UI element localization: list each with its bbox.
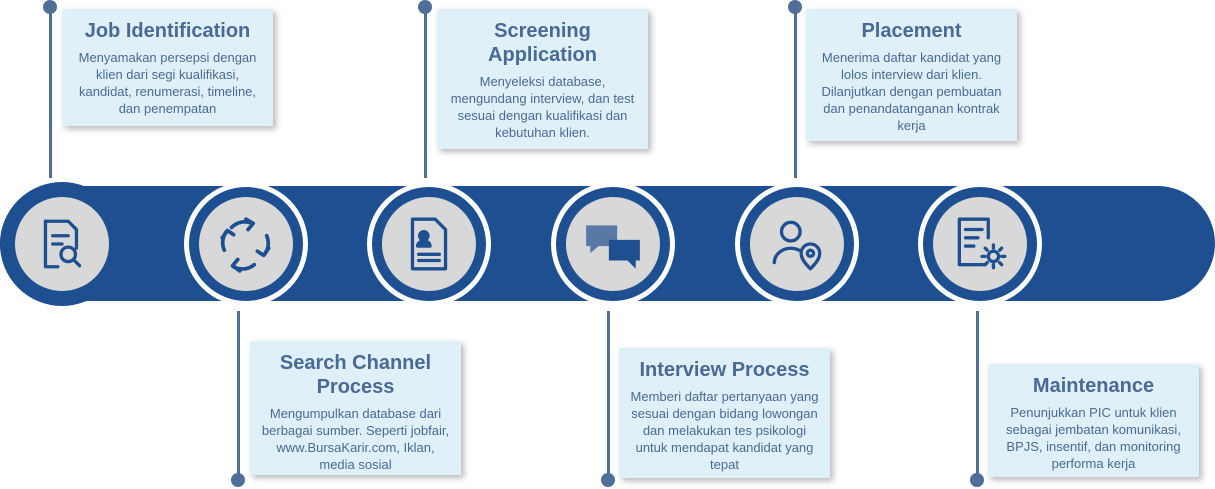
- step-description: Memberi daftar pertanyaan yang sesuai de…: [630, 389, 819, 472]
- document-search-icon: [15, 197, 109, 291]
- step-description: Penunjukkan PIC untuk klien sebagai jemb…: [1006, 405, 1181, 471]
- step-circle-maintenance: [918, 182, 1042, 306]
- step-title: Job Identification: [84, 20, 251, 42]
- connector-interview: [607, 311, 610, 477]
- chat-bubbles-icon: [566, 197, 660, 291]
- connector-job-identification: [49, 6, 52, 178]
- card-maintenance: Maintenance Penunjukkan PIC untuk klien …: [988, 364, 1199, 477]
- card-job-identification: Job Identification Menyamakan persepsi d…: [62, 9, 273, 126]
- step-circle-search-channel: [184, 182, 308, 306]
- step-description: Mengumpulkan database dari berbagai sumb…: [261, 406, 450, 472]
- step-circle-job-identification: [0, 182, 124, 306]
- document-settings-icon: [933, 197, 1027, 291]
- card-screening: Screening Application Menyeleksi databas…: [437, 9, 648, 149]
- connector-search-channel: [237, 311, 240, 477]
- step-circle-interview: [551, 182, 675, 306]
- card-interview: Interview Process Memberi daftar pertany…: [619, 348, 830, 478]
- step-title: Screening Application: [488, 20, 597, 66]
- connector-dot: [43, 0, 57, 14]
- user-location-icon: [750, 197, 844, 291]
- step-title: Maintenance: [1032, 375, 1155, 397]
- step-description: Menyamakan persepsi dengan klien dari se…: [78, 50, 257, 116]
- step-circle-placement: [735, 182, 859, 306]
- connector-dot: [231, 473, 245, 487]
- step-title: Search Channel Process: [279, 352, 432, 398]
- connector-screening: [424, 6, 427, 178]
- step-description: Menerima daftar kandidat yang lolos inte…: [821, 50, 1002, 133]
- connector-maintenance: [976, 311, 979, 477]
- card-placement: Placement Menerima daftar kandidat yang …: [806, 9, 1017, 141]
- connector-dot: [788, 0, 802, 14]
- connector-placement: [794, 6, 797, 178]
- refresh-arrows-icon: [199, 197, 293, 291]
- step-title: Placement: [861, 20, 962, 42]
- profile-document-icon: [382, 197, 476, 291]
- step-title: Interview Process: [639, 359, 810, 381]
- connector-dot: [418, 0, 432, 14]
- connector-dot: [970, 473, 984, 487]
- connector-dot: [601, 473, 615, 487]
- step-description: Menyeleksi database, mengundang intervie…: [450, 74, 635, 140]
- card-search-channel: Search Channel Process Mengumpulkan data…: [250, 341, 461, 475]
- step-circle-screening: [367, 182, 491, 306]
